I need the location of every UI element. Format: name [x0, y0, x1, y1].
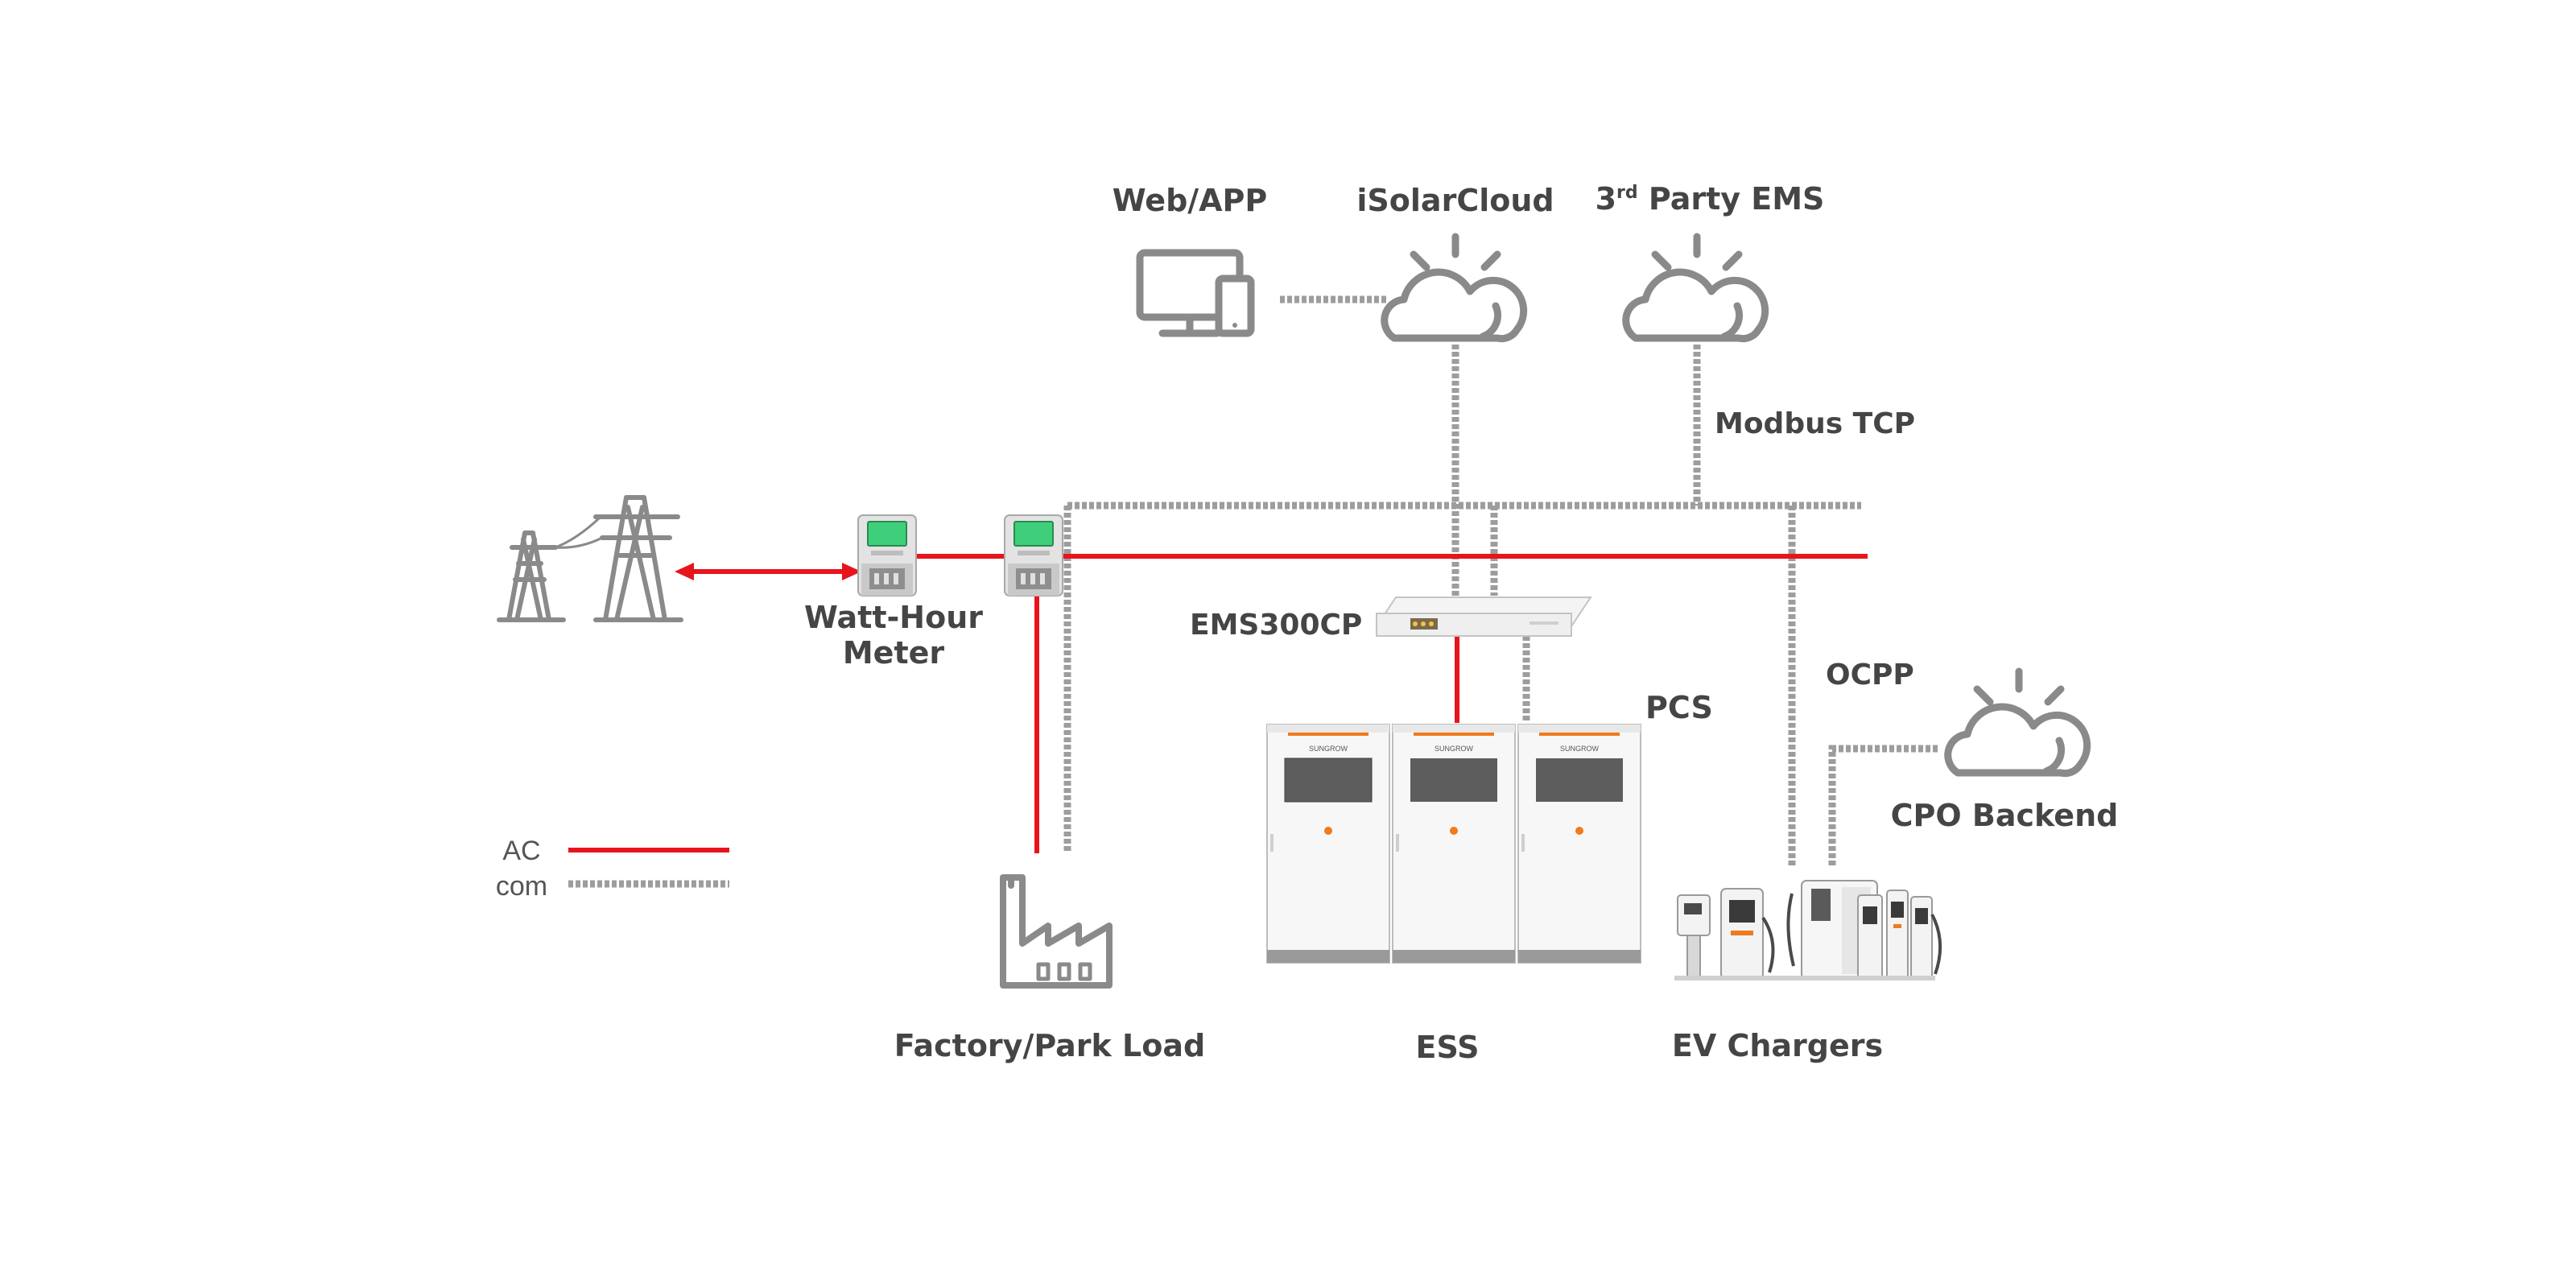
watt-hour-meter-2 [1004, 514, 1063, 597]
watt-hour-meter-label-line1: Watt-Hour [804, 600, 983, 635]
factory-park-load-label: Factory/Park Load [894, 1028, 1205, 1063]
cabinet-brand-label: SUNGROW [1309, 745, 1348, 753]
ev-chargers-label: EV Chargers [1672, 1028, 1883, 1063]
pcs-label: PCS [1645, 690, 1713, 725]
monitor-phone-icon [1136, 249, 1255, 337]
ess-cabinet-3: SUNGROW [1517, 724, 1641, 964]
factory-icon [1000, 874, 1113, 989]
ac-lines [568, 554, 1868, 853]
cabinet-brand-label: SUNGROW [1435, 745, 1474, 753]
arrow-right-icon [842, 563, 861, 580]
ess-cabinet-2: SUNGROW [1392, 724, 1516, 964]
legend-ac-label: AC [502, 836, 540, 866]
ev-chargers-device-group [1674, 880, 1942, 980]
watt-hour-meter-label-line2: Meter [843, 635, 945, 671]
third-party-ems-cloud-icon [1622, 233, 1769, 343]
isolarcloud-cloud-icon [1381, 233, 1528, 343]
ems300cp-label: EMS300CP [1190, 609, 1362, 642]
isolarcloud-label: iSolarCloud [1356, 183, 1554, 218]
com-lines [568, 295, 1940, 888]
cabinet-brand-label: SUNGROW [1560, 745, 1600, 753]
cpo-backend-cloud-icon [1944, 667, 2091, 778]
ess-cabinet-1: SUNGROW [1266, 724, 1390, 964]
ess-label: ESS [1416, 1030, 1480, 1065]
legend-com-label: com [496, 871, 547, 902]
ems300cp-device [1375, 597, 1592, 637]
third-party-ems-label: 3rd Party EMS [1596, 181, 1825, 217]
watt-hour-meter-1 [857, 514, 917, 597]
labels: Web/APP iSolarCloud 3rd Party EMS Modbus… [496, 181, 2118, 1065]
modbus-tcp-label: Modbus TCP [1715, 407, 1915, 440]
ocpp-label: OCPP [1826, 658, 1914, 691]
web-app-label: Web/APP [1113, 183, 1268, 218]
com-line-cpo-backend [1828, 745, 1940, 865]
power-grid-tower-icon [497, 495, 683, 622]
cpo-backend-label: CPO Backend [1891, 798, 2119, 833]
arrow-left-icon [675, 563, 694, 580]
